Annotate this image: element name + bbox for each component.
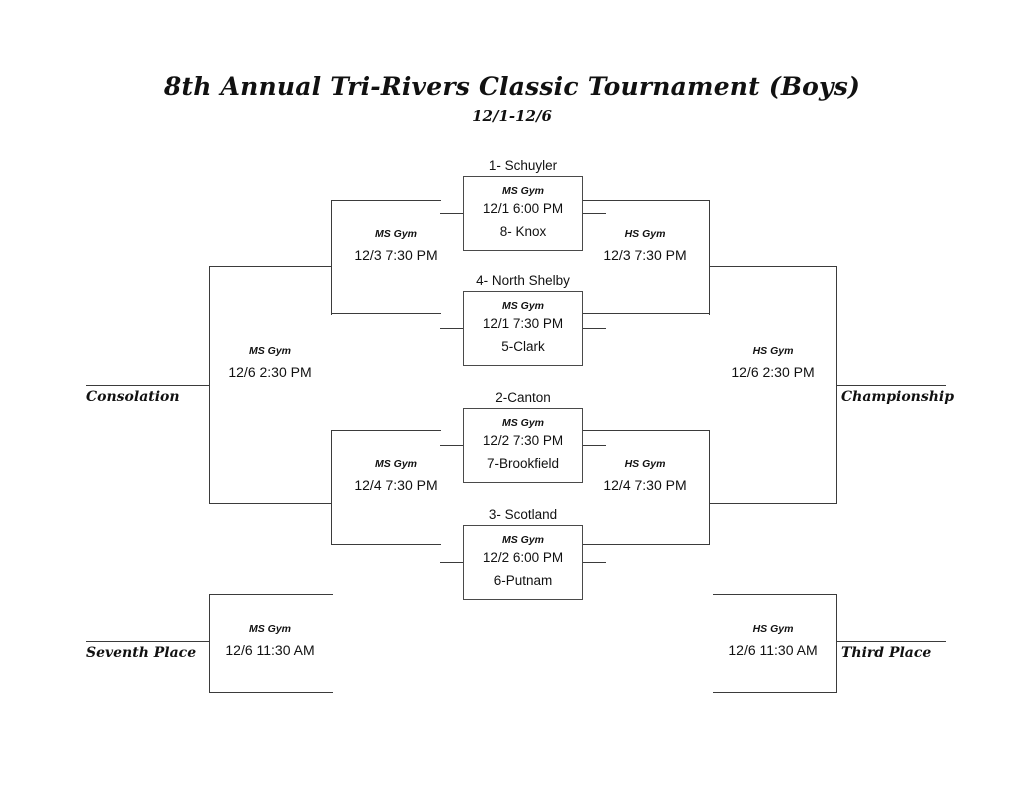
connector-win-semi-upper-spine — [709, 200, 710, 315]
win-semi-upper-datetime: 12/3 7:30 PM — [603, 246, 687, 263]
game-1-top-team: 1- Schuyler — [488, 158, 558, 173]
game-4-gym: MS Gym — [501, 534, 544, 546]
connector-third-bottom — [713, 692, 837, 693]
championship-gym: HS Gym — [752, 345, 794, 357]
connector-championship-top — [709, 266, 837, 267]
connector-championship-bottom — [709, 503, 837, 504]
connector-cons-semi-upper-spine — [331, 200, 332, 315]
game-3-box[interactable]: MS Gym 12/2 7:30 PM 7-Brookfield — [463, 408, 583, 483]
game-2-datetime: 12/1 7:30 PM — [482, 316, 564, 332]
cons-semi-lower-info: MS Gym 12/4 7:30 PM — [321, 457, 471, 496]
win-semi-lower-datetime: 12/4 7:30 PM — [603, 476, 687, 493]
cons-semi-lower-datetime: 12/4 7:30 PM — [354, 476, 438, 493]
connector-third-spine — [836, 594, 837, 693]
connector-consolation-out — [86, 385, 210, 386]
game-2-bottom-team: 5-Clark — [501, 339, 545, 355]
game-1-gym: MS Gym — [501, 185, 544, 197]
connector-game1-left-stub — [440, 213, 464, 214]
win-semi-upper-gym: HS Gym — [624, 228, 666, 240]
game-2-gym: MS Gym — [501, 300, 544, 312]
win-semi-upper-info: HS Gym 12/3 7:30 PM — [570, 227, 720, 266]
championship-label: Championship — [841, 389, 954, 405]
page-subtitle: 12/1-12/6 — [472, 107, 552, 125]
third-place-info: HS Gym 12/6 11:30 AM — [698, 622, 848, 661]
connector-cons-semi-upper-bottom — [331, 313, 441, 314]
connector-cons-semi-upper-top — [331, 200, 441, 201]
page-title: 8th Annual Tri-Rivers Classic Tournament… — [163, 72, 861, 101]
cons-semi-upper-gym: MS Gym — [374, 228, 417, 240]
connector-win-semi-upper-top — [582, 200, 710, 201]
connector-game4-left-stub — [440, 562, 464, 563]
third-place-gym: HS Gym — [752, 623, 794, 635]
consolation-info: MS Gym 12/6 2:30 PM — [195, 344, 345, 383]
consolation-datetime: 12/6 2:30 PM — [228, 363, 312, 380]
win-semi-lower-info: HS Gym 12/4 7:30 PM — [570, 457, 720, 496]
connector-game4-right-stub — [582, 562, 606, 563]
seventh-place-label: Seventh Place — [86, 645, 197, 661]
cons-semi-upper-info: MS Gym 12/3 7:30 PM — [321, 227, 471, 266]
connector-consolation-bottom — [209, 503, 332, 504]
connector-seventh-bottom — [209, 692, 333, 693]
game-1-box[interactable]: MS Gym 12/1 6:00 PM 8- Knox — [463, 176, 583, 251]
win-semi-lower-gym: HS Gym — [624, 458, 666, 470]
connector-third-out — [836, 641, 946, 642]
seventh-place-gym: MS Gym — [248, 623, 291, 635]
championship-datetime: 12/6 2:30 PM — [731, 363, 815, 380]
connector-game2-left-stub — [440, 328, 464, 329]
seventh-place-datetime: 12/6 11:30 AM — [225, 641, 315, 658]
game-3-gym: MS Gym — [501, 417, 544, 429]
connector-championship-out — [836, 385, 946, 386]
connector-third-top — [713, 594, 837, 595]
cons-semi-upper-datetime: 12/3 7:30 PM — [354, 246, 438, 263]
connector-win-semi-lower-bottom — [582, 544, 710, 545]
championship-info: HS Gym 12/6 2:30 PM — [698, 344, 848, 383]
cons-semi-lower-gym: MS Gym — [374, 458, 417, 470]
connector-game1-right-stub — [582, 213, 606, 214]
game-2-box[interactable]: MS Gym 12/1 7:30 PM 5-Clark — [463, 291, 583, 366]
connector-consolation-top — [209, 266, 332, 267]
connector-seventh-spine — [209, 594, 210, 693]
connector-cons-semi-lower-bottom — [331, 544, 441, 545]
connector-cons-semi-lower-spine — [331, 430, 332, 545]
game-1-datetime: 12/1 6:00 PM — [482, 201, 564, 217]
seventh-place-info: MS Gym 12/6 11:30 AM — [195, 622, 345, 661]
game-3-bottom-team: 7-Brookfield — [486, 456, 560, 472]
game-4-datetime: 12/2 6:00 PM — [482, 550, 564, 566]
consolation-gym: MS Gym — [248, 345, 291, 357]
game-4-box[interactable]: MS Gym 12/2 6:00 PM 6-Putnam — [463, 525, 583, 600]
connector-win-semi-lower-top — [582, 430, 710, 431]
game-3-top-team: 2-Canton — [495, 390, 551, 405]
game-2-top-team: 4- North Shelby — [476, 273, 570, 288]
connector-win-semi-upper-bottom — [582, 313, 710, 314]
third-place-label: Third Place — [841, 645, 932, 661]
connector-seventh-out — [86, 641, 210, 642]
consolation-label: Consolation — [86, 389, 180, 405]
game-4-top-team: 3- Scotland — [488, 507, 558, 522]
connector-win-semi-lower-spine — [709, 430, 710, 545]
connector-game3-left-stub — [440, 445, 464, 446]
third-place-datetime: 12/6 11:30 AM — [728, 641, 818, 658]
connector-game2-right-stub — [582, 328, 606, 329]
connector-game3-right-stub — [582, 445, 606, 446]
game-1-bottom-team: 8- Knox — [499, 224, 547, 240]
connector-cons-semi-lower-top — [331, 430, 441, 431]
game-4-bottom-team: 6-Putnam — [493, 573, 553, 589]
connector-seventh-top — [209, 594, 333, 595]
game-3-datetime: 12/2 7:30 PM — [482, 433, 564, 449]
